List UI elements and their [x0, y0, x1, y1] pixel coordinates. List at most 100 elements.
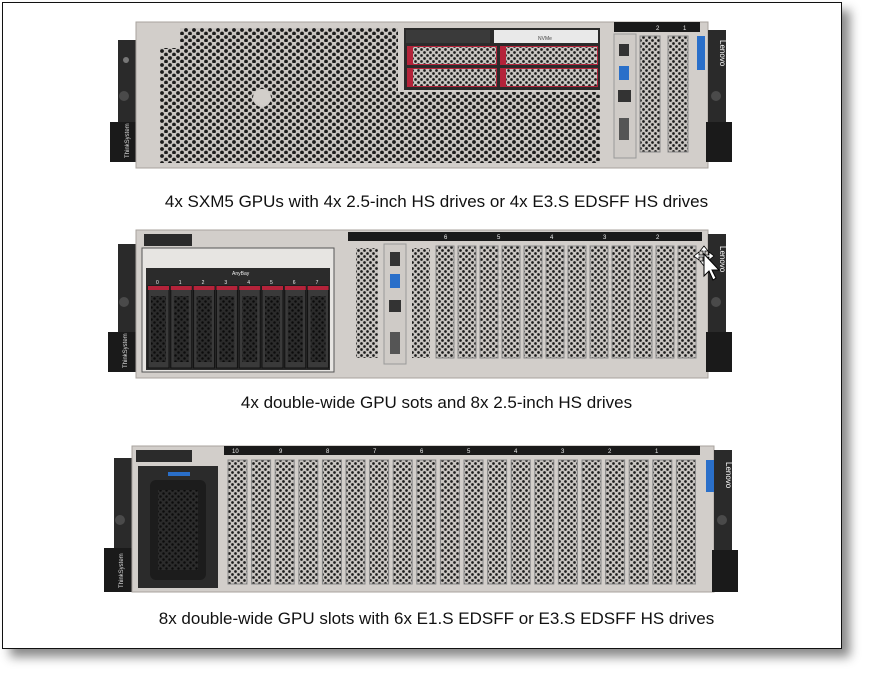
vga-port[interactable]: [390, 332, 400, 354]
ethernet-port[interactable]: [618, 90, 631, 102]
pcie-slot[interactable]: [251, 459, 272, 585]
slot-number: 10: [232, 449, 239, 455]
rack-ear-right: Lenovo: [697, 30, 732, 162]
pcie-slot[interactable]: [628, 459, 649, 585]
pcie-slot[interactable]: [675, 459, 696, 585]
pcie-slot[interactable]: [655, 245, 675, 359]
slot-number: 3: [561, 449, 565, 455]
drive-bay[interactable]: [500, 68, 598, 87]
vga-port[interactable]: [619, 118, 629, 140]
pcie-slot[interactable]: [589, 245, 609, 359]
pcie-slot[interactable]: [567, 245, 587, 359]
drive-bay[interactable]: [215, 285, 238, 369]
drive-bay[interactable]: [147, 285, 170, 369]
server-1: ThinkSystem NVMe: [110, 21, 732, 169]
pcie-slot[interactable]: [652, 459, 673, 585]
slot-number: 2: [656, 235, 660, 241]
drive-bay[interactable]: [407, 46, 497, 65]
lenovo-logo: Lenovo: [718, 40, 727, 67]
drive-bay[interactable]: [193, 285, 216, 369]
front-grille-large: [160, 28, 398, 163]
drive-bay-number: 7: [316, 280, 319, 286]
pcie-slot[interactable]: [463, 459, 484, 585]
slot-number: 4: [550, 235, 554, 241]
pcie-slot[interactable]: [392, 459, 413, 585]
vent-plug: [253, 89, 271, 107]
drive-bay[interactable]: [407, 68, 497, 87]
pcie-slot[interactable]: [227, 459, 248, 585]
drive-bay-number: 5: [270, 280, 273, 286]
slot-number: 4: [514, 449, 518, 455]
slot-number: 6: [444, 235, 448, 241]
caption-server-2: 4x double-wide GPU sots and 8x 2.5-inch …: [240, 393, 633, 412]
pcie-slot[interactable]: [457, 245, 477, 359]
pcie-slot[interactable]: [611, 245, 631, 359]
rear-grille: [412, 248, 430, 358]
pcie-slot[interactable]: [274, 459, 295, 585]
front-control-panel: [144, 234, 192, 246]
drive-bay[interactable]: [500, 46, 598, 65]
pcie-slot[interactable]: [298, 459, 319, 585]
slot-number: 6: [420, 449, 424, 455]
pcie-slot[interactable]: [633, 245, 653, 359]
slot-label-bar: [224, 446, 700, 455]
slot-number: 2: [608, 449, 612, 455]
pcie-slot[interactable]: [439, 459, 460, 585]
svg-text:1: 1: [683, 26, 687, 32]
rack-ear-right: Lenovo: [706, 450, 738, 592]
pcie-slot[interactable]: [416, 459, 437, 585]
rack-ear-left: ThinkSystem: [110, 40, 140, 162]
caption-server-1: 4x SXM5 GPUs with 4x 2.5-inch HS drives …: [164, 192, 709, 211]
pcie-slot[interactable]: [557, 459, 578, 585]
pcie-slot[interactable]: [487, 459, 508, 585]
pcie-slot[interactable]: [479, 245, 499, 359]
pcie-slot[interactable]: [545, 245, 565, 359]
drive-bay[interactable]: [238, 285, 261, 369]
rear-grille: [356, 248, 378, 358]
pcie-slot[interactable]: [435, 245, 455, 359]
drive-bay-number: 2: [202, 280, 205, 286]
pcie-slot[interactable]: [667, 35, 689, 153]
thinksystem-label: ThinkSystem: [125, 123, 131, 158]
slot-number: 9: [279, 449, 283, 455]
rack-ear-left: ThinkSystem: [108, 244, 138, 372]
usb-port[interactable]: [390, 274, 400, 288]
slot-number: 5: [497, 235, 501, 241]
slot-label-bar: [614, 22, 700, 32]
usb-port[interactable]: [619, 44, 629, 56]
drive-bay-number: 4: [247, 280, 250, 286]
pcie-slot[interactable]: [534, 459, 555, 585]
drive-bay[interactable]: [307, 285, 330, 369]
pcie-slot[interactable]: [345, 459, 366, 585]
drive-bay[interactable]: [170, 285, 193, 369]
drive-bay-number: 1: [179, 280, 182, 286]
front-control-panel: [136, 450, 192, 462]
edsff-drive-cage[interactable]: [138, 466, 218, 588]
pcie-slot[interactable]: [581, 459, 602, 585]
pcie-slot[interactable]: [369, 459, 390, 585]
slot-label-bar: [348, 232, 702, 241]
drive-bay[interactable]: [261, 285, 284, 369]
pcie-slot[interactable]: [510, 459, 531, 585]
front-grille-lower: [398, 92, 600, 163]
drive-bay-number: 6: [293, 280, 296, 286]
pcie-slot[interactable]: [677, 245, 697, 359]
move-cursor-icon: [693, 245, 721, 281]
pcie-slot[interactable]: [639, 35, 661, 153]
svg-text:2: 2: [656, 26, 660, 32]
pcie-slot[interactable]: [523, 245, 543, 359]
pcie-slot[interactable]: [321, 459, 342, 585]
pcie-slot[interactable]: [605, 459, 626, 585]
drive-bay-number: 3: [224, 280, 227, 286]
slot-number: 8: [326, 449, 330, 455]
pcie-slot[interactable]: [501, 245, 521, 359]
ethernet-port[interactable]: [389, 300, 401, 312]
usb-port[interactable]: [390, 252, 400, 266]
drive-bay[interactable]: [284, 285, 307, 369]
backplane-label: AnyBay: [232, 271, 250, 277]
usb-port[interactable]: [619, 66, 629, 80]
io-panel: [383, 243, 407, 365]
